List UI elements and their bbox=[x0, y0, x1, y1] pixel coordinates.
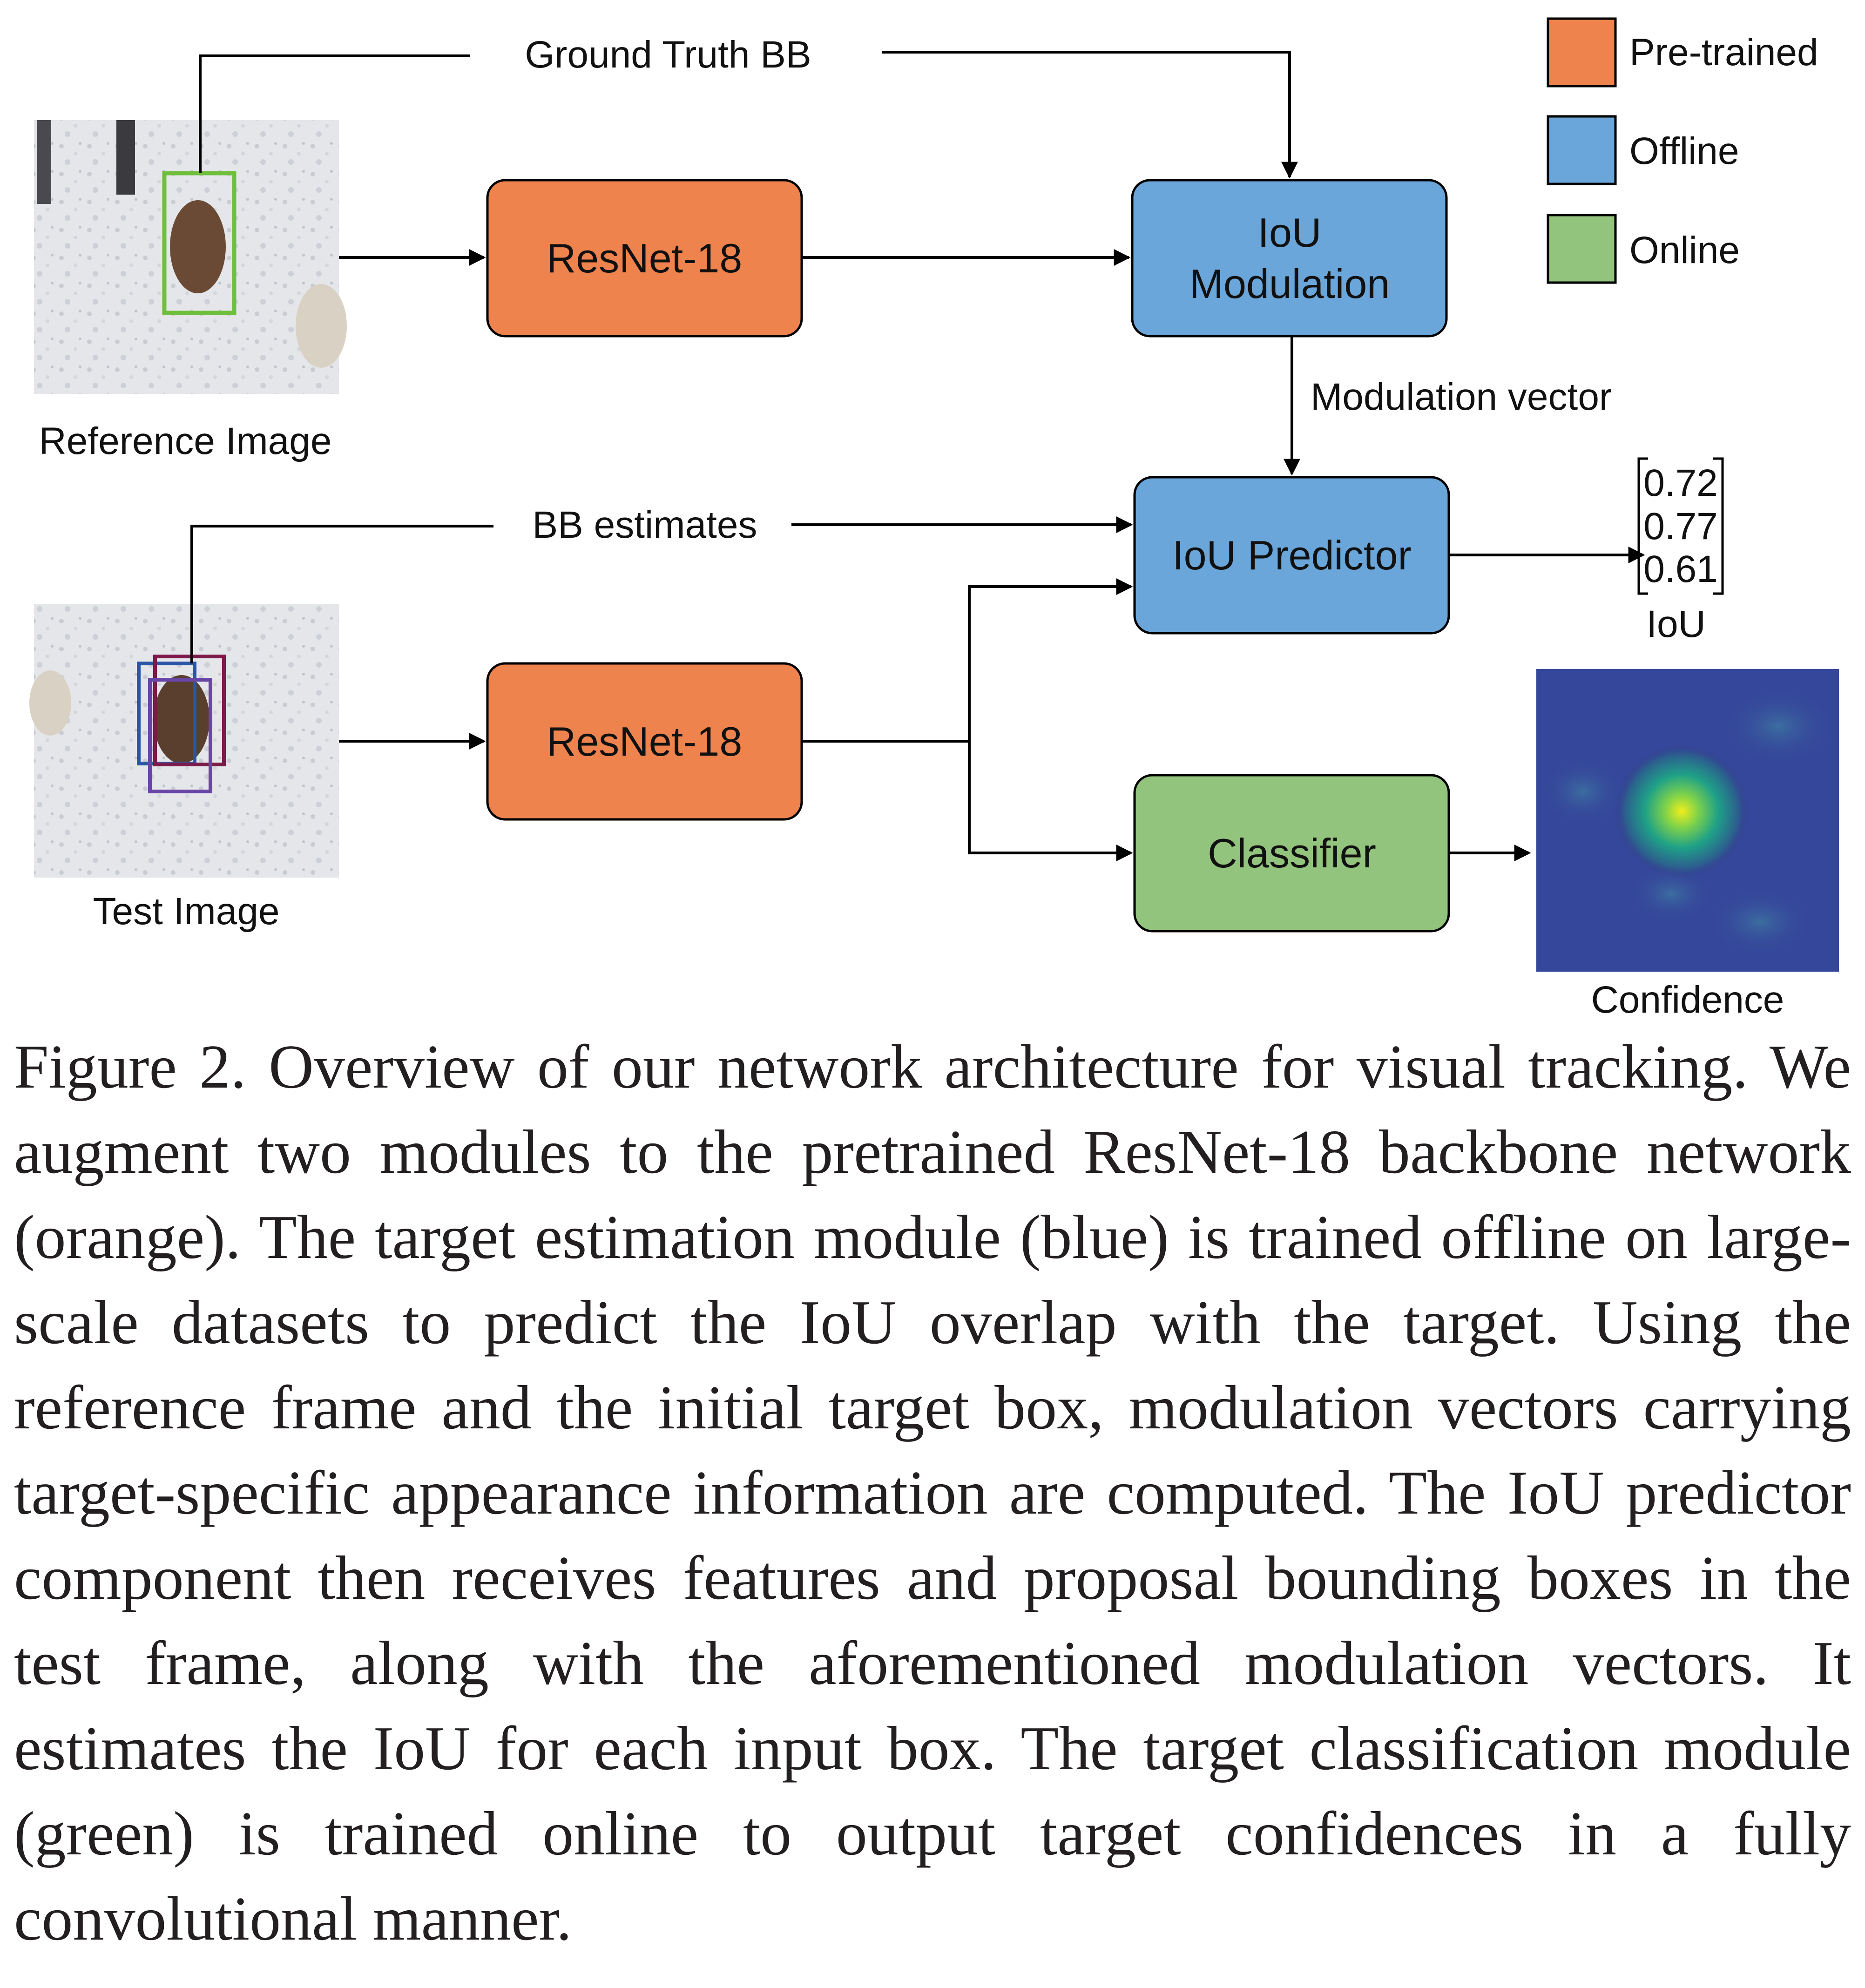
confidence-map bbox=[1536, 669, 1839, 972]
resnet-bottom-label: ResNet-18 bbox=[547, 718, 743, 764]
legend-item-offline: Offline bbox=[1547, 115, 1739, 185]
legend-swatch-offline bbox=[1547, 115, 1617, 185]
iou-predictor-label: IoU Predictor bbox=[1172, 532, 1412, 578]
test-image-label: Test Image bbox=[93, 890, 279, 933]
iou-value-1: 0.72 bbox=[1643, 462, 1718, 504]
resnet-top-label: ResNet-18 bbox=[547, 235, 743, 281]
proposal-box-maroon bbox=[153, 655, 226, 766]
resnet-bottom-module: ResNet-18 bbox=[486, 662, 803, 821]
iou-modulation-label-line2: Modulation bbox=[1189, 261, 1390, 307]
legend-label-offline: Offline bbox=[1629, 130, 1739, 172]
ground-truth-bb-label: Ground Truth BB bbox=[525, 34, 811, 76]
classifier-label: Classifier bbox=[1208, 830, 1376, 876]
dog-silhouette bbox=[170, 200, 226, 293]
connectors bbox=[190, 51, 1645, 861]
second-dog-silhouette bbox=[29, 670, 71, 736]
ground-truth-line-left bbox=[199, 54, 470, 173]
iou-modulation-module: IoU Modulation bbox=[1131, 179, 1448, 338]
vector-bracket-right bbox=[1713, 457, 1724, 595]
iou-output-label: IoU bbox=[1646, 603, 1706, 645]
legend-item-pretrained: Pre-trained bbox=[1547, 17, 1818, 88]
person-leg-left bbox=[116, 120, 135, 195]
confidence-label: Confidence bbox=[1591, 979, 1784, 1021]
vector-bracket-left bbox=[1637, 457, 1648, 595]
features-to-predictor-arrow bbox=[968, 578, 1133, 741]
person-leg-right bbox=[37, 120, 51, 204]
bb-estimates-line-left bbox=[190, 525, 493, 663]
classifier-module: Classifier bbox=[1133, 774, 1450, 933]
reference-image-label: Reference Image bbox=[39, 420, 331, 462]
resnet-top-module: ResNet-18 bbox=[486, 179, 803, 338]
iou-predictor-module: IoU Predictor bbox=[1133, 476, 1450, 635]
legend-item-online: Online bbox=[1547, 214, 1740, 284]
proposal-box-purple bbox=[148, 678, 212, 793]
legend-label-pretrained: Pre-trained bbox=[1629, 31, 1818, 74]
legend-swatch-pretrained bbox=[1547, 17, 1617, 88]
modulation-vector-label: Modulation vector bbox=[1311, 376, 1612, 418]
iou-value-3: 0.61 bbox=[1643, 548, 1718, 590]
figure-caption: Figure 2. Overview of our network archit… bbox=[14, 1032, 1851, 1953]
ground-truth-arrow bbox=[882, 51, 1298, 179]
reference-image bbox=[34, 120, 347, 394]
legend: Pre-trained Offline Online bbox=[1547, 17, 1818, 284]
legend-label-online: Online bbox=[1629, 229, 1740, 271]
iou-modulation-label-line1: IoU bbox=[1258, 210, 1322, 256]
legend-swatch-online bbox=[1547, 214, 1617, 284]
features-to-classifier-arrow bbox=[968, 741, 1133, 861]
second-dog-silhouette bbox=[296, 284, 347, 368]
iou-value-2: 0.77 bbox=[1643, 505, 1718, 548]
iou-output-vector: 0.72 0.77 0.61 IoU bbox=[1637, 457, 1724, 645]
test-image bbox=[29, 604, 339, 878]
bb-estimates-label: BB estimates bbox=[532, 504, 757, 546]
architecture-diagram: Reference Image Test Image ResNet-18 Res… bbox=[29, 17, 1839, 1021]
dog-silhouette bbox=[154, 675, 209, 764]
